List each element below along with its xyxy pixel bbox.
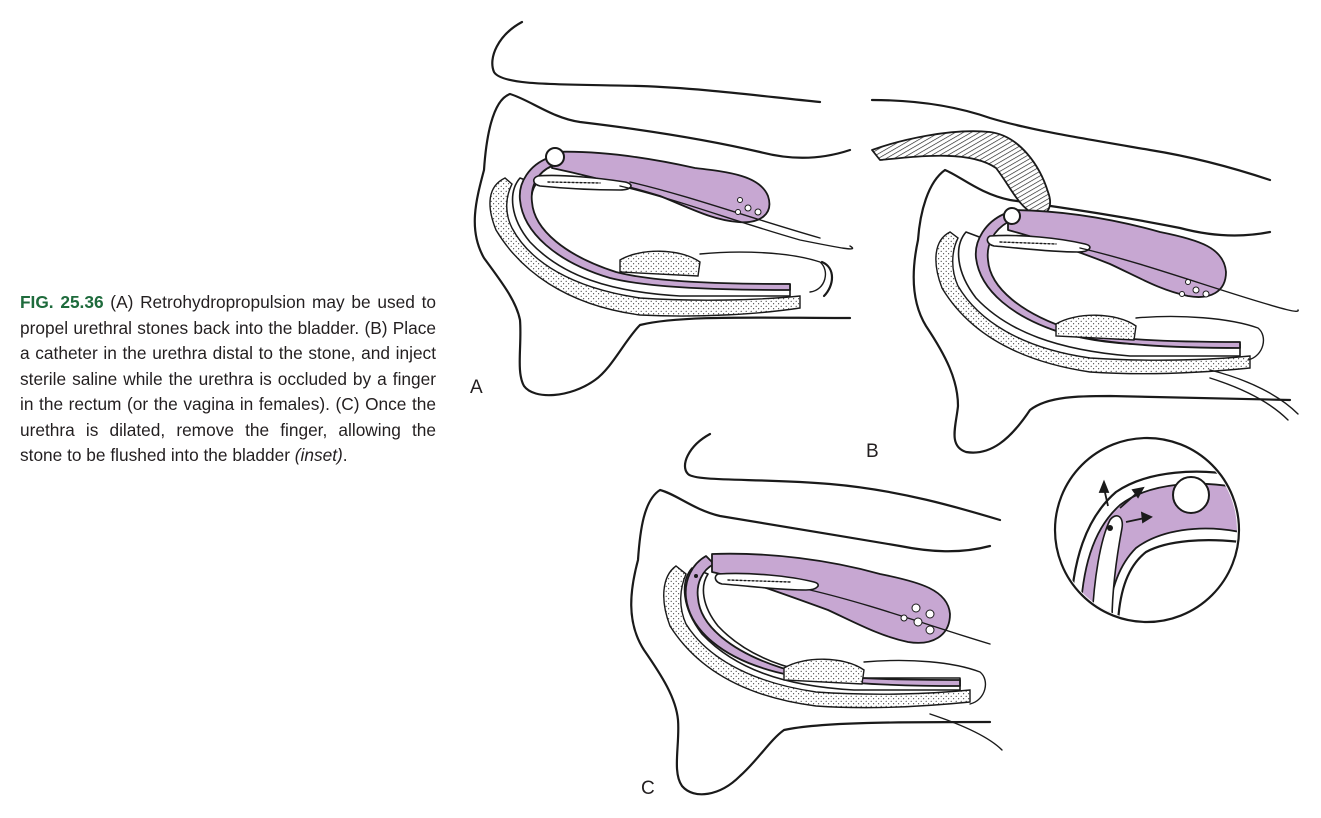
prepuce-line — [863, 659, 987, 705]
panel-a-illustration — [473, 20, 854, 397]
urethra-lumen — [518, 157, 791, 291]
tail-outline — [491, 20, 822, 104]
panel-label-a: A — [470, 377, 483, 398]
prepuce-line — [1079, 247, 1299, 312]
prepuce-line — [699, 251, 827, 293]
panel-b-illustration — [870, 98, 1299, 454]
flow-arrows — [1098, 479, 1153, 524]
perineum-outline — [630, 488, 992, 796]
bladder-stone — [925, 609, 935, 619]
os-penis-texture — [999, 241, 1057, 245]
inset-wall — [1116, 539, 1237, 620]
catheter — [1209, 377, 1289, 421]
prostate — [783, 658, 865, 685]
caption-end: . — [342, 445, 348, 465]
urethra-lumen — [684, 555, 961, 687]
rectum-wall — [489, 177, 801, 317]
bladder-stone — [900, 614, 908, 622]
bladder-stone — [1179, 291, 1185, 297]
catheter — [1209, 369, 1299, 415]
bladder-stone — [911, 603, 921, 613]
bladder — [551, 150, 771, 224]
prepuce-line — [1135, 315, 1265, 361]
caption-italic-text: (inset) — [294, 445, 343, 465]
urethral-stone — [1003, 207, 1021, 225]
bladder — [711, 552, 951, 644]
bladder-stone — [735, 209, 741, 215]
catheter — [929, 713, 1003, 751]
bladder-stone — [1202, 290, 1210, 298]
panel-c-illustration — [630, 432, 1003, 796]
prepuce-line — [629, 181, 821, 239]
tail-outline — [683, 432, 1002, 522]
bladder-stone — [925, 625, 935, 635]
panel-label-b: B — [866, 441, 879, 462]
bladder-stone — [737, 197, 743, 203]
urethra-lumen — [974, 213, 1241, 349]
figure-caption: FIG. 25.36 (A) Retrohydropropulsion may … — [20, 290, 436, 469]
bladder-stone — [1192, 286, 1200, 294]
inset-stone — [1172, 476, 1210, 514]
inset-catheter — [1091, 515, 1124, 620]
os-penis-texture — [727, 579, 791, 583]
urethral-stone — [545, 147, 565, 167]
bladder — [1007, 209, 1227, 298]
prostate — [619, 250, 701, 277]
bladder-stone — [744, 204, 752, 212]
os-penis — [986, 234, 1091, 253]
prepuce-line — [809, 589, 991, 645]
panel-label-c: C — [641, 778, 655, 799]
perineum-outline — [473, 92, 852, 397]
penis-tip — [820, 260, 834, 298]
inset-illustration — [1053, 436, 1241, 624]
inset-wall — [1068, 470, 1237, 620]
figure-number: FIG. 25.36 — [20, 292, 104, 312]
os-penis — [714, 572, 819, 591]
prepuce-line — [619, 185, 854, 250]
finger — [871, 130, 1051, 216]
rectum-wall — [935, 231, 1251, 375]
bladder-stone — [754, 208, 762, 216]
rectum-wall — [663, 565, 971, 709]
catheter-opening — [1107, 525, 1113, 531]
perineum-outline — [912, 168, 1292, 454]
caption-text: (A) Retrohydropropulsion may be used to … — [20, 292, 436, 465]
bladder-stone — [1185, 279, 1191, 285]
tail-outline — [870, 98, 1272, 182]
os-penis-texture — [547, 181, 601, 184]
catheter-tip — [694, 574, 698, 578]
prostate — [1055, 314, 1137, 341]
bladder-stone — [913, 617, 923, 627]
